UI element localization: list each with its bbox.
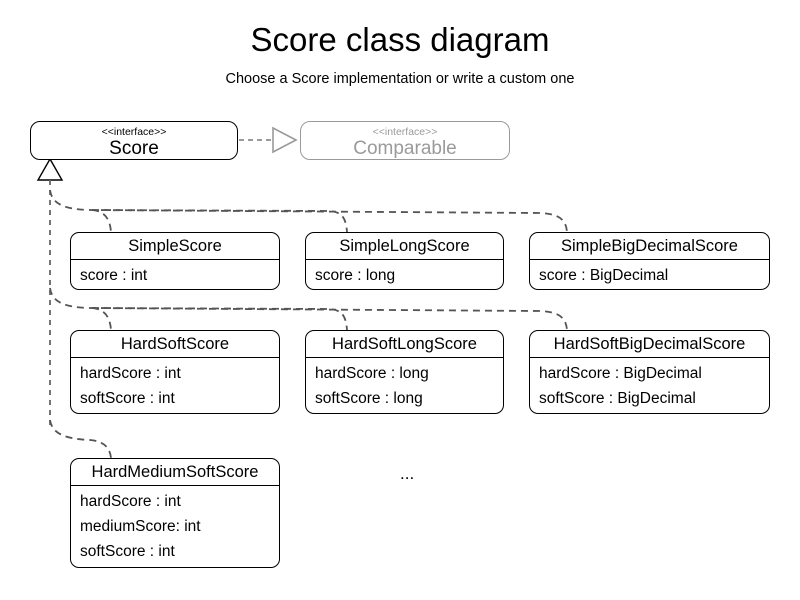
interface-stereotype: <<interface>> [372,126,438,138]
class-title: SimpleBigDecimalScore [561,237,738,255]
page-subtitle: Choose a Score implementation or write a… [225,71,575,87]
class-title: HardSoftLongScore [332,335,477,353]
hollow-triangle-arrowhead [272,126,298,154]
class-divider [71,357,279,358]
interface-box-score[interactable]: <<interface>> Score [30,121,238,160]
class-attribute: softScore : int [80,390,175,407]
class-box-hardsoftscore[interactable]: HardSoftScore hardScore : int softScore … [70,330,280,414]
class-box-hardsoftbigdecimalscore[interactable]: HardSoftBigDecimalScore hardScore : BigD… [529,330,770,414]
class-title: SimpleScore [128,237,222,255]
interface-stereotype: <<interface>> [101,126,167,138]
class-attributes: hardScore : int mediumScore: int softSco… [71,486,279,567]
class-attribute: softScore : long [315,390,423,407]
class-box-simplebigdecimalscore[interactable]: SimpleBigDecimalScore score : BigDecimal [529,232,770,290]
class-attributes: score : BigDecimal [530,260,769,289]
class-title: SimpleLongScore [339,237,470,255]
class-title: HardSoftBigDecimalScore [553,335,746,353]
class-attribute: hardScore : int [80,493,181,510]
class-attributes: hardScore : BigDecimal softScore : BigDe… [530,358,769,413]
class-attributes: hardScore : int softScore : int [71,358,279,413]
class-divider [530,259,769,260]
inheritance-branch-row3 [49,419,112,459]
class-attribute: mediumScore: int [80,518,201,535]
class-box-hardmediumsoftscore[interactable]: HardMediumSoftScore hardScore : int medi… [70,458,280,568]
inheritance-branches-row2 [49,287,568,331]
interface-name: Comparable [353,138,457,159]
more-classes-ellipsis: ... [400,464,415,483]
class-attribute: hardScore : long [315,365,429,382]
class-divider [306,357,503,358]
class-attribute: score : BigDecimal [539,267,669,284]
class-attributes: hardScore : long softScore : long [306,358,503,413]
class-box-hardsoftlongscore[interactable]: HardSoftLongScore hardScore : long softS… [305,330,504,414]
class-divider [71,259,279,260]
class-title: HardSoftScore [120,335,230,353]
interface-box-comparable[interactable]: <<interface>> Comparable [300,121,510,160]
class-box-simplescore[interactable]: SimpleScore score : int [70,232,280,290]
class-divider [306,259,503,260]
class-attributes: score : int [71,260,279,289]
class-attribute: hardScore : int [80,365,181,382]
class-attribute: softScore : BigDecimal [539,390,696,407]
page-title: Score class diagram [250,21,550,58]
class-box-simplelongscore[interactable]: SimpleLongScore score : long [305,232,504,290]
interface-name: Score [109,138,159,159]
class-attribute: score : int [80,267,148,284]
class-attribute: hardScore : BigDecimal [539,365,702,382]
inheritance-branches-row1 [49,189,568,233]
class-divider [530,357,769,358]
class-attributes: score : long [306,260,503,289]
class-attribute: score : long [315,267,396,284]
class-divider [71,485,279,486]
class-attribute: softScore : int [80,543,175,560]
class-title: HardMediumSoftScore [91,463,259,481]
generalization-triangle [36,157,64,181]
realization-score-comparable [239,126,298,154]
